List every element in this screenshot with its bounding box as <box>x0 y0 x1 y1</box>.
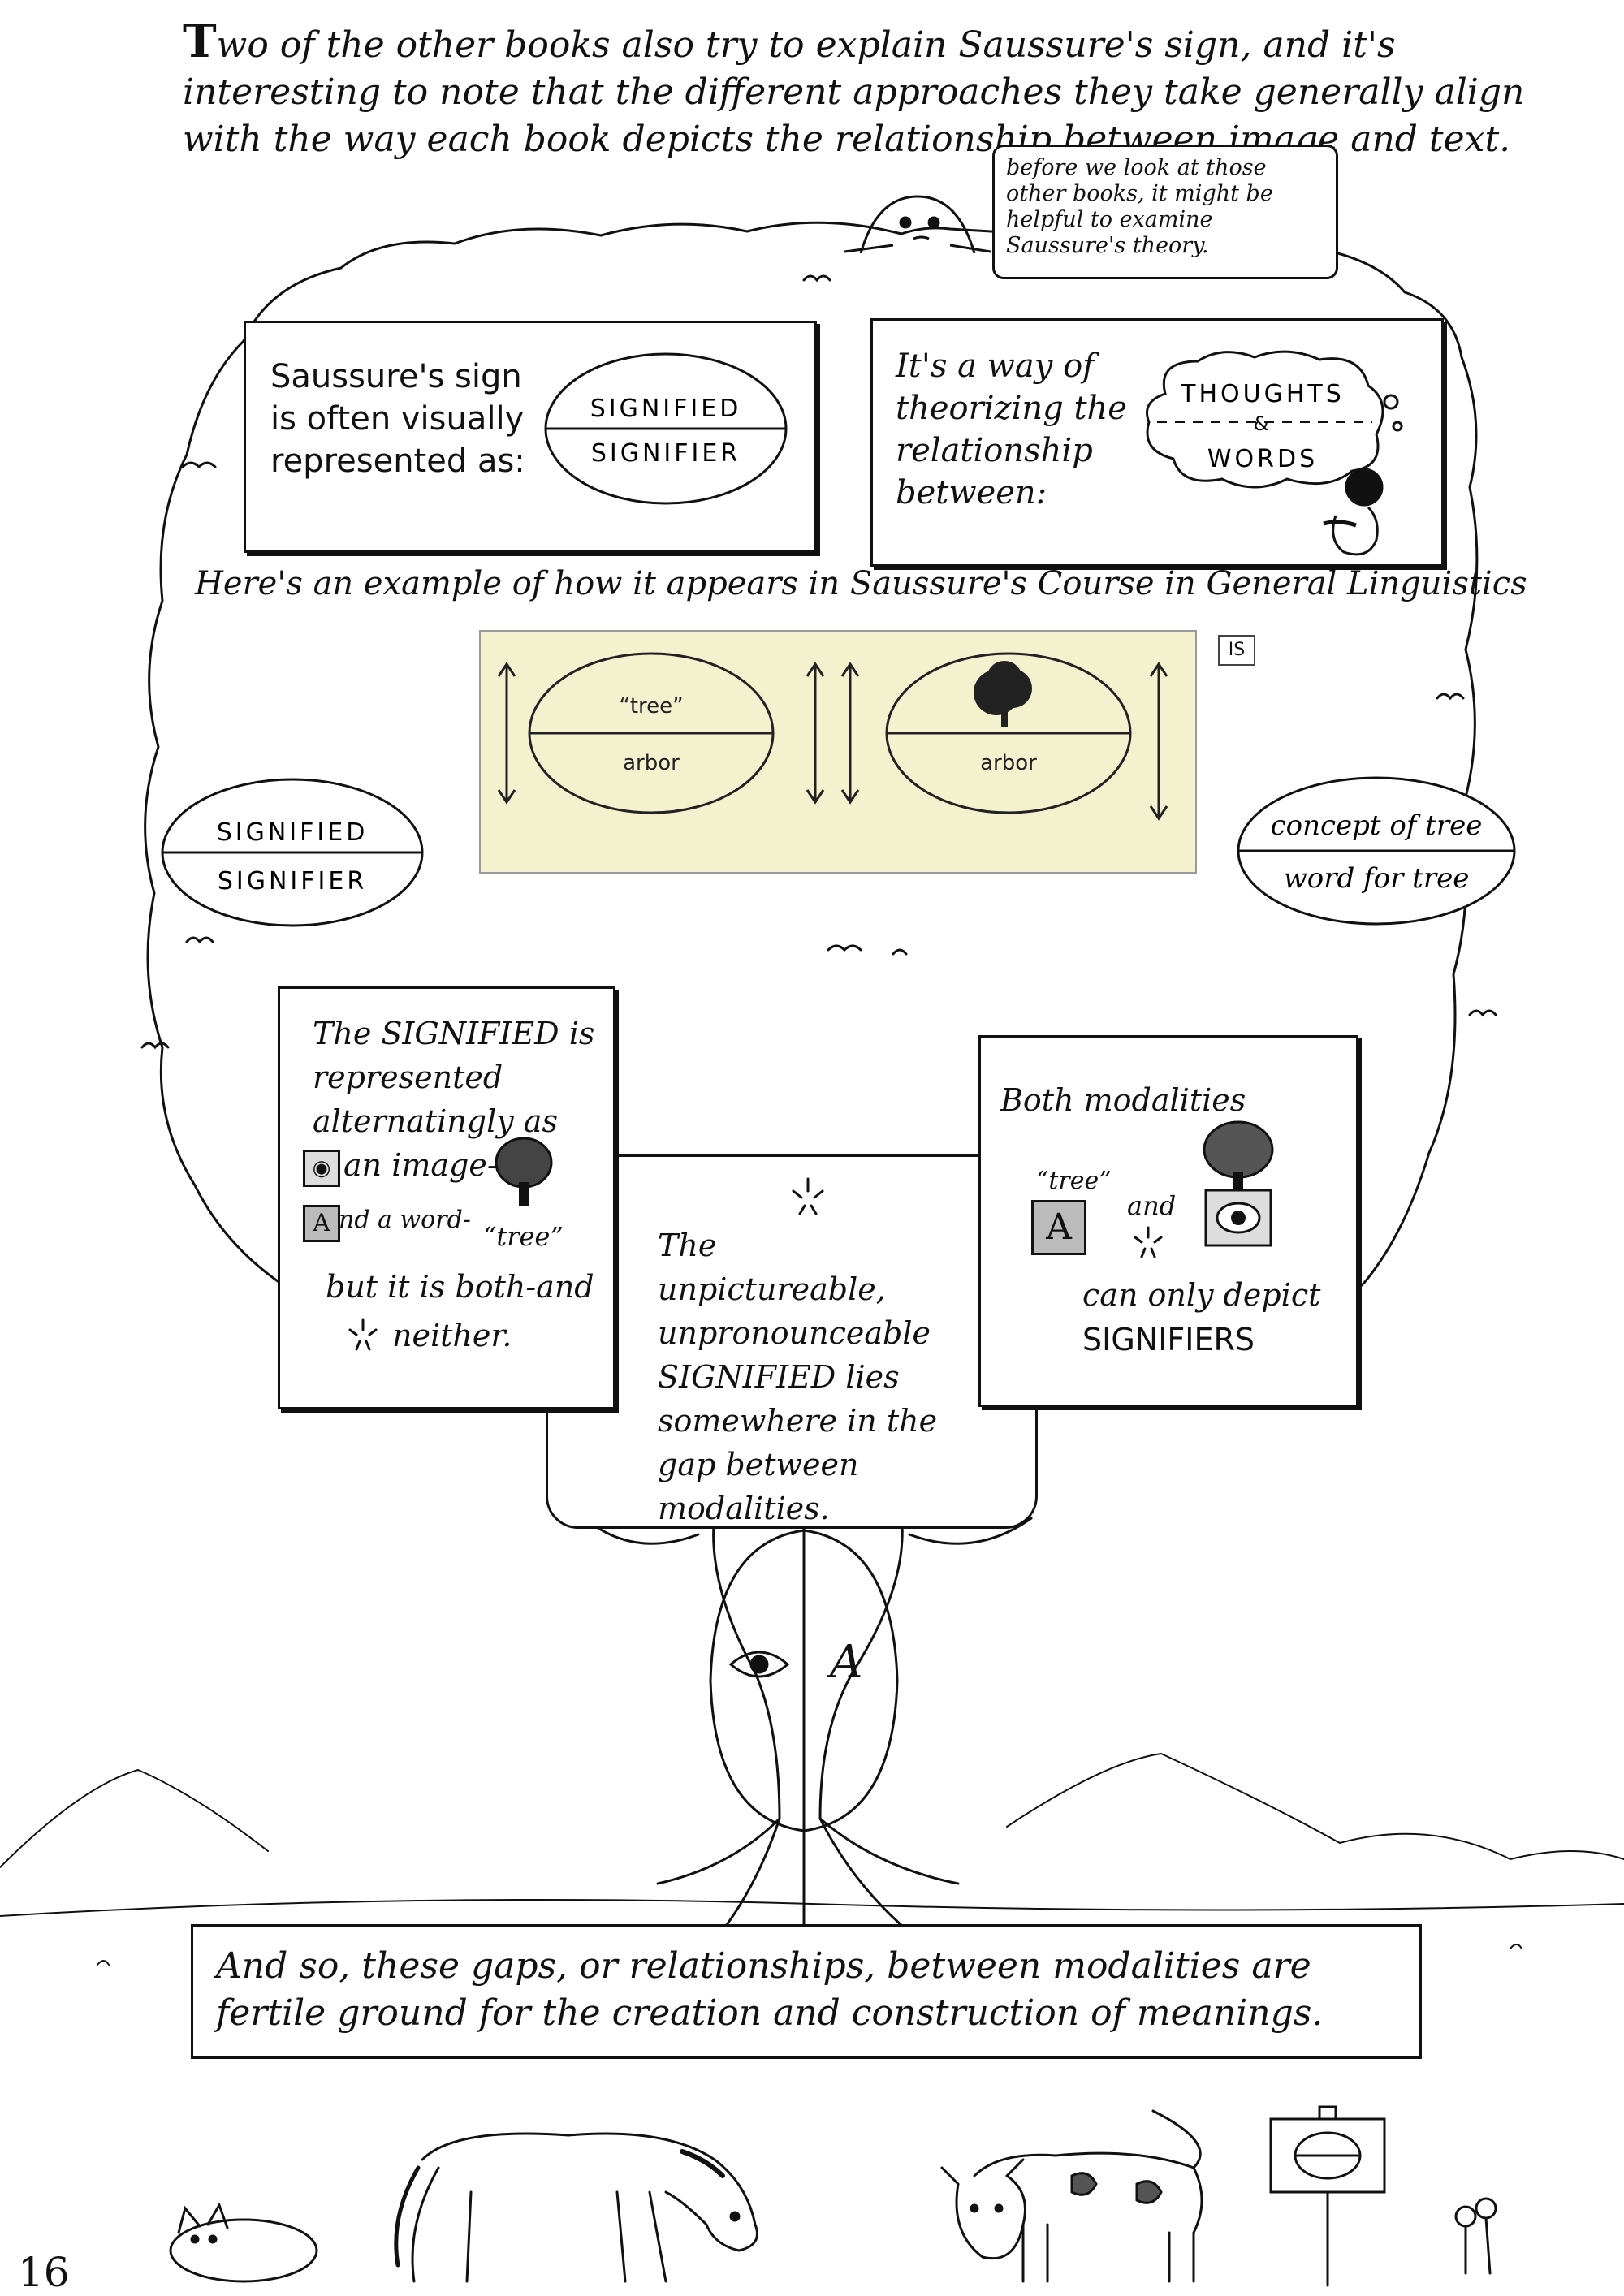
panel-theory-text: It's a way of theorizing the relationshi… <box>896 347 1127 511</box>
sign-signified-label: SIGNIFIED <box>590 395 742 423</box>
cat-icon <box>169 2202 318 2283</box>
side-left-signified: SIGNIFIED <box>217 818 369 847</box>
box-right-line2: SIGNIFIERS <box>1082 1322 1255 1357</box>
side-ellipse-right: concept of tree word for tree <box>1237 776 1516 926</box>
box-right-sparkle-icon <box>1134 1226 1163 1258</box>
ground-line <box>0 1899 1624 1917</box>
box-left-image-label: an image- <box>343 1147 498 1183</box>
eye-icon: ◉ <box>303 1150 340 1187</box>
side-right-word: word for tree <box>1284 862 1470 895</box>
excerpt-arbor-left: arbor <box>623 751 680 775</box>
sign-ellipse: SIGNIFIED SIGNIFIER <box>544 352 788 505</box>
box-right-title: Both modalities <box>1000 1082 1246 1118</box>
cow-icon <box>940 2109 1203 2283</box>
box-right-tree-eye-icon <box>1203 1120 1274 1247</box>
panel-theorizing: It's a way of theorizing the relationshi… <box>870 318 1444 567</box>
excerpt-diagram: “tree” arbor arbor <box>497 652 1168 821</box>
excerpt-arbor-right: arbor <box>980 751 1037 775</box>
example-title: Here's an example of how it appears in S… <box>195 565 1527 602</box>
box-left-line3: alternatingly as <box>313 1103 558 1139</box>
canopy-outline <box>242 221 1479 1375</box>
hills <box>0 1752 1624 1868</box>
box-right-and: and <box>1127 1190 1177 1221</box>
excerpt-tree-icon <box>974 661 1032 727</box>
box-right-line1: can only depict <box>1082 1277 1321 1313</box>
animals-illustration <box>169 2105 1497 2287</box>
middle-box: The unpictureable, unpronounceable SIGNI… <box>546 1154 1038 1529</box>
trunk-split-oval <box>709 1529 899 1832</box>
course-excerpt: “tree” arbor arbor <box>479 630 1197 874</box>
tree-icon <box>495 1137 553 1206</box>
speech-bubble-text: before we look at those other books, it … <box>1006 155 1273 258</box>
box-left-line1: The SIGNIFIED is <box>313 1016 595 1051</box>
example-title-book: Course in General Linguistics <box>1037 565 1527 602</box>
intro-text: wo of the other books also try to explai… <box>183 24 1525 160</box>
panel-saussure-sign: Saussure's sign is often visually repres… <box>244 321 817 553</box>
middle-box-text: The unpictureable, unpronounceable SIGNI… <box>658 1228 938 1526</box>
excerpt-tag: IS <box>1218 635 1255 666</box>
horse-icon <box>394 2132 758 2283</box>
sign-signifier-label: SIGNIFIER <box>591 439 741 468</box>
intro-paragraph: Two of the other books also try to expla… <box>183 18 1563 163</box>
box-left-word-label: nd a word- <box>339 1206 471 1234</box>
sparkle-icon <box>792 1177 824 1215</box>
bottom-caption-text: And so, these gaps, or relationships, be… <box>216 1945 1324 2034</box>
side-left-signifier: SIGNIFIER <box>218 867 367 896</box>
bottom-caption-box: And so, these gaps, or relationships, be… <box>191 1924 1422 2059</box>
box-left-word-quote: “tree” <box>483 1221 564 1252</box>
box-right-tree-quote: “tree” <box>1036 1167 1112 1195</box>
panel-sign-text: Saussure's sign is often visually repres… <box>270 358 525 480</box>
page-number: 16 <box>18 2249 70 2296</box>
thought-mid-label: & <box>1254 412 1272 435</box>
trunk-left <box>656 1513 781 1885</box>
box-right-letter-a: A <box>1031 1200 1086 1255</box>
peeking-character-icon <box>844 195 991 253</box>
thought-cloud: THOUGHTS & WORDS <box>1146 350 1403 556</box>
sparkle-small-icon <box>348 1318 378 1351</box>
box-left-line7: neither. <box>392 1318 512 1353</box>
example-title-prefix: Here's an example of how it appears in S… <box>195 565 1028 602</box>
thought-bottom-label: WORDS <box>1207 445 1318 473</box>
side-right-concept: concept of tree <box>1271 809 1483 842</box>
side-ellipse-left: SIGNIFIED SIGNIFIER <box>161 778 424 927</box>
box-signified-alternates: The SIGNIFIED is represented alternating… <box>278 986 615 1409</box>
box-both-modalities: Both modalities “tree” A and can only de… <box>978 1035 1358 1407</box>
intro-drop-cap: T <box>183 15 217 68</box>
signpost-icon <box>1269 2105 1386 2287</box>
trunk-letter-a: A <box>830 1636 863 1689</box>
speech-bubble: before we look at those other books, it … <box>992 145 1338 279</box>
excerpt-tree-word: “tree” <box>619 694 683 719</box>
trunk-right <box>818 1513 960 1885</box>
flowers-icon <box>1454 2197 1497 2275</box>
saussure-figure <box>1323 468 1384 556</box>
thought-top-label: THOUGHTS <box>1180 380 1345 408</box>
box-left-line2: represented <box>313 1060 503 1095</box>
letter-a-icon: A <box>303 1205 340 1242</box>
box-left-line6: but it is both-and <box>326 1269 594 1305</box>
